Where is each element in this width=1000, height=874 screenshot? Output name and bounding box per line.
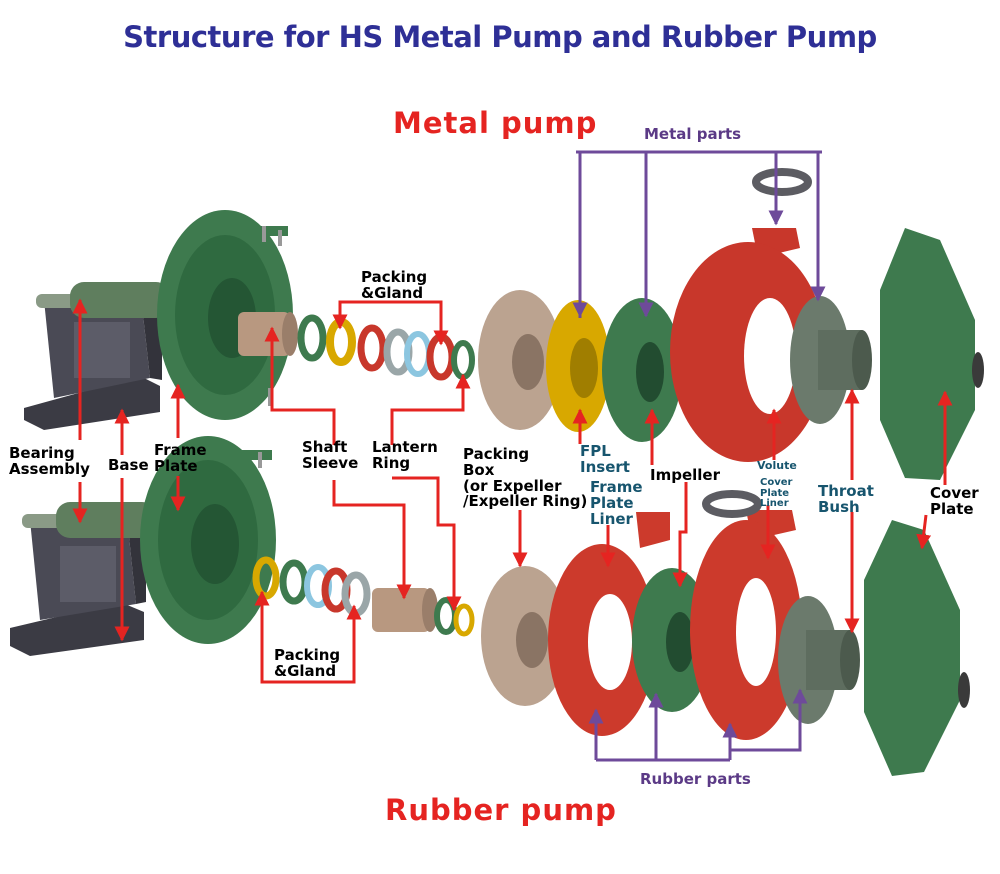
- impeller-label: Impeller: [650, 466, 720, 484]
- shaft-sleeve-rubber: [372, 588, 438, 632]
- seal-ring-metal: [297, 314, 327, 362]
- expeller-rubber: [481, 566, 569, 706]
- frame-plate-liner-rubber: [548, 512, 670, 736]
- rubber-pump-title: Rubber pump: [385, 793, 617, 827]
- cover-plate-label: Cover Plate: [930, 484, 979, 518]
- shaft-sleeve-label: Shaft Sleeve: [302, 438, 359, 472]
- cover-plate-metal: [880, 228, 984, 480]
- metal-pump-title: Metal pump: [393, 106, 598, 140]
- cover-plate-rubber: [864, 520, 970, 776]
- bearing-assembly-label: Bearing Assembly: [9, 444, 90, 478]
- base-label: Base: [108, 456, 149, 474]
- packing-gland-bottom-label: Packing &Gland: [274, 646, 341, 680]
- packing-rings-metal: [357, 324, 475, 381]
- shaft-sleeve-metal: [238, 312, 298, 356]
- packing-rings-rubber: [279, 559, 371, 617]
- fpl-insert-metal: [546, 300, 610, 432]
- metal-pump-assembly: [24, 168, 984, 480]
- metal-parts-bracket: [572, 150, 826, 318]
- frame-plate-label: Frame Plate: [154, 441, 207, 475]
- rubber-pump-assembly: [10, 436, 970, 776]
- page-title: Structure for HS Metal Pump and Rubber P…: [123, 20, 877, 54]
- throat-bush-metal: [790, 296, 872, 424]
- red-callout-arrows: [72, 298, 953, 684]
- impeller-metal: [602, 298, 682, 442]
- packing-gland-top-label: Packing &Gland: [361, 268, 428, 302]
- rubber-parts-label: Rubber parts: [640, 770, 751, 788]
- packing-box-metal: [478, 290, 562, 430]
- packing-box-label: Packing Box (or Expeller /Expeller Ring): [463, 445, 588, 511]
- seal-ring-rubber: [434, 597, 458, 635]
- frame-plate-liner-label: Frame Plate Liner: [590, 478, 643, 528]
- fpl-insert-label: FPL Insert: [580, 442, 630, 476]
- cover-plate-liner-rubber: [690, 510, 802, 740]
- cover-plate-liner-label: Cover Plate Liner: [760, 477, 793, 509]
- lantern-ring-label: Lantern Ring: [372, 438, 438, 472]
- metal-parts-label: Metal parts: [644, 125, 742, 143]
- volute-seal-ring-metal: [752, 168, 812, 196]
- rubber-parts-bracket: [588, 688, 808, 762]
- volute-label: Volute: [757, 459, 797, 472]
- volute-metal: [670, 228, 826, 462]
- throat-bush-label: Throat Bush: [818, 482, 874, 516]
- small-ring-rubber: [453, 603, 475, 637]
- volute-seal-ring-rubber: [702, 490, 762, 518]
- throat-bush-rubber: [778, 596, 860, 724]
